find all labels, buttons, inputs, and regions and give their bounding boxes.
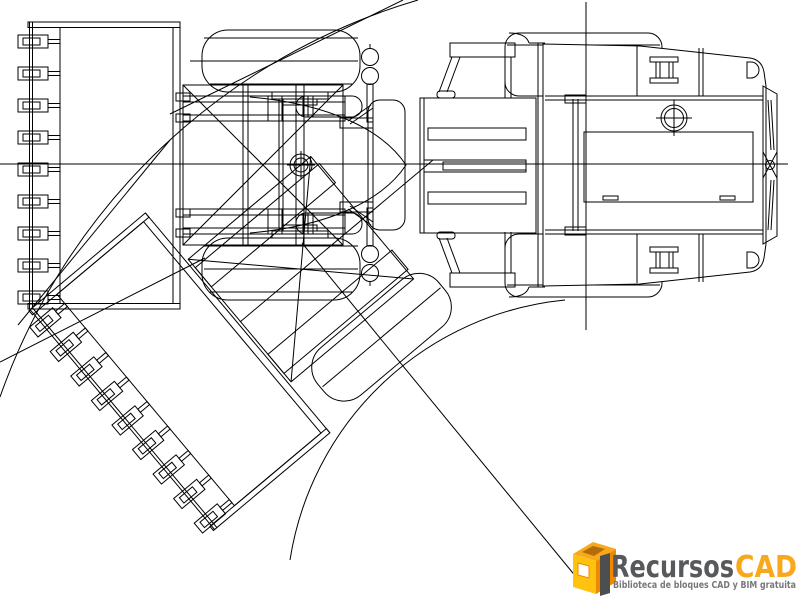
bucket-top-plate	[27, 21, 181, 28]
outer-turning-arc	[0, 0, 419, 398]
cab-vent-slot	[427, 191, 527, 205]
logo-wordmark: Recursos CAD	[611, 550, 797, 585]
cab-vent-slot	[427, 127, 527, 141]
bucket-tooth	[17, 66, 61, 81]
rear-step-right	[649, 246, 679, 274]
bucket-tooth	[17, 34, 61, 49]
bucket-tooth	[17, 258, 61, 273]
bucket-bottom-plate	[27, 303, 181, 310]
recursoscad-cube-icon	[573, 542, 616, 596]
bucket	[17, 21, 181, 310]
logo-text-recursos: Recursos	[611, 550, 734, 585]
front-assembly	[17, 21, 361, 310]
hood-vent-slot	[719, 195, 736, 201]
centerlines	[0, 2, 788, 330]
bucket-shell	[59, 27, 174, 304]
mirror-post-left	[361, 44, 379, 123]
rear-deck-details	[545, 46, 763, 283]
articulation-hitch	[367, 99, 406, 231]
cab-floor	[419, 97, 537, 234]
bucket-tooth	[17, 194, 61, 209]
inner-turning-arc	[289, 299, 566, 561]
logo-link[interactable]: Recursos CAD Biblioteca de bloques CAD y…	[573, 542, 797, 596]
rear-latch-right	[746, 251, 760, 269]
frame-fairing	[249, 96, 407, 234]
cab	[419, 32, 587, 298]
bucket-tooth	[17, 162, 61, 177]
articulated-centerline	[239, 159, 434, 323]
cab-rear-bracket	[564, 94, 587, 236]
front-tire-right	[201, 237, 361, 301]
rear-step-left	[649, 56, 679, 84]
front-frame	[182, 84, 344, 246]
front-assembly-details	[175, 29, 407, 293]
rear-body-outline	[542, 43, 767, 287]
turning-radius-construction	[0, 0, 578, 579]
front-axle-hubs	[271, 91, 329, 239]
bucket-tooth	[17, 226, 61, 241]
rops-post-right	[436, 231, 516, 288]
front-tire-left	[190, 29, 361, 93]
construction-line	[0, 257, 206, 363]
logo-text-cad: CAD	[735, 550, 797, 585]
bucket-tooth	[17, 98, 61, 113]
turn-radius-line	[301, 242, 578, 579]
logo-tagline: Biblioteca de bloques CAD y BIM gratuita	[613, 580, 796, 591]
rear-latch-left	[746, 61, 760, 79]
bucket-tooth	[17, 130, 61, 145]
engine-hood	[583, 100, 754, 203]
construction-line	[169, 0, 404, 115]
mirror-post-right	[361, 207, 379, 286]
rops-post-left	[436, 42, 516, 99]
hood-vent-slot	[602, 195, 619, 201]
construction-line	[17, 139, 171, 326]
tow-pin	[765, 160, 775, 170]
rear-bumper-counterweight	[762, 85, 778, 245]
